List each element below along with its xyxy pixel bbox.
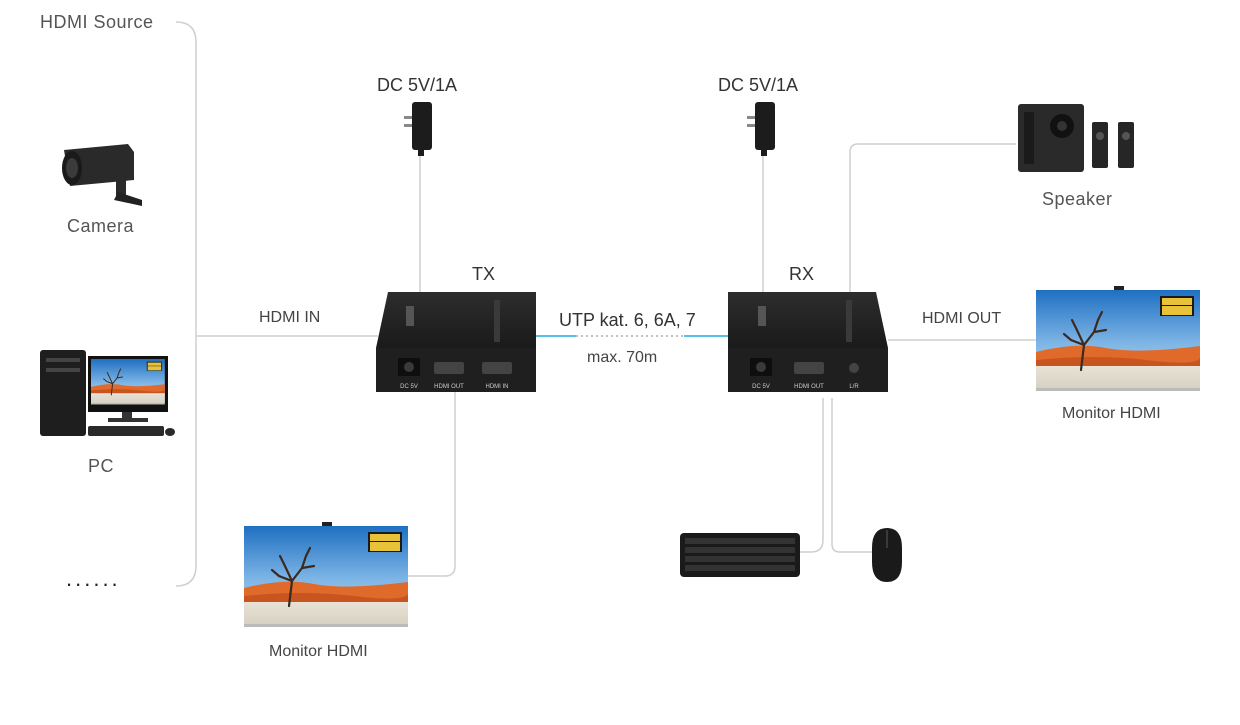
pc-icon bbox=[40, 350, 175, 436]
rx-extender-device: DC 5V HDMI OUT L/R bbox=[728, 292, 888, 392]
rx-label: RX bbox=[789, 264, 815, 284]
mouse-icon bbox=[872, 528, 902, 582]
hdmi-out-label: HDMI OUT bbox=[922, 310, 1002, 327]
monitor-bottom-label: Monitor HDMI bbox=[269, 643, 368, 660]
tx-monitor-line bbox=[408, 392, 456, 577]
monitor-right-label: Monitor HDMI bbox=[1062, 405, 1161, 422]
speaker-line bbox=[849, 143, 1016, 292]
rx-port-lr: L/R bbox=[849, 384, 859, 390]
rx-power-label: DC 5V/1A bbox=[718, 75, 799, 95]
rx-power-adapter-icon bbox=[747, 102, 775, 156]
keyboard-icon bbox=[680, 533, 800, 577]
camera-label: Camera bbox=[67, 216, 135, 236]
keyboard-line bbox=[800, 398, 824, 553]
hdmi-in-label: HDMI IN bbox=[259, 309, 321, 326]
hdmi-source-label: HDMI Source bbox=[40, 12, 154, 32]
cable-type-label: UTP kat. 6, 6A, 7 bbox=[559, 310, 696, 330]
source-bracket bbox=[175, 21, 197, 587]
tx-port-hdmi-out: HDMI OUT bbox=[434, 384, 464, 390]
monitor-right-icon bbox=[1034, 286, 1202, 393]
distance-label: max. 70m bbox=[587, 349, 658, 366]
rx-port-dc: DC 5V bbox=[752, 384, 770, 390]
rx-port-hdmi-out: HDMI OUT bbox=[794, 384, 824, 390]
pc-label: PC bbox=[88, 456, 115, 476]
more-sources-ellipsis: ...... bbox=[66, 566, 121, 591]
tx-power-adapter-icon bbox=[404, 102, 432, 156]
speaker-label: Speaker bbox=[1042, 189, 1113, 209]
tx-port-hdmi-in: HDMI IN bbox=[486, 384, 509, 390]
tx-port-dc: DC 5V bbox=[400, 384, 418, 390]
monitor-bottom-icon bbox=[242, 522, 410, 629]
tx-power-label: DC 5V/1A bbox=[377, 75, 458, 95]
speaker-icon bbox=[1018, 104, 1134, 172]
tx-label: TX bbox=[472, 264, 496, 284]
tx-extender-device: DC 5V HDMI OUT HDMI IN bbox=[376, 292, 536, 392]
mouse-line bbox=[831, 398, 872, 553]
camera-icon bbox=[62, 144, 142, 206]
